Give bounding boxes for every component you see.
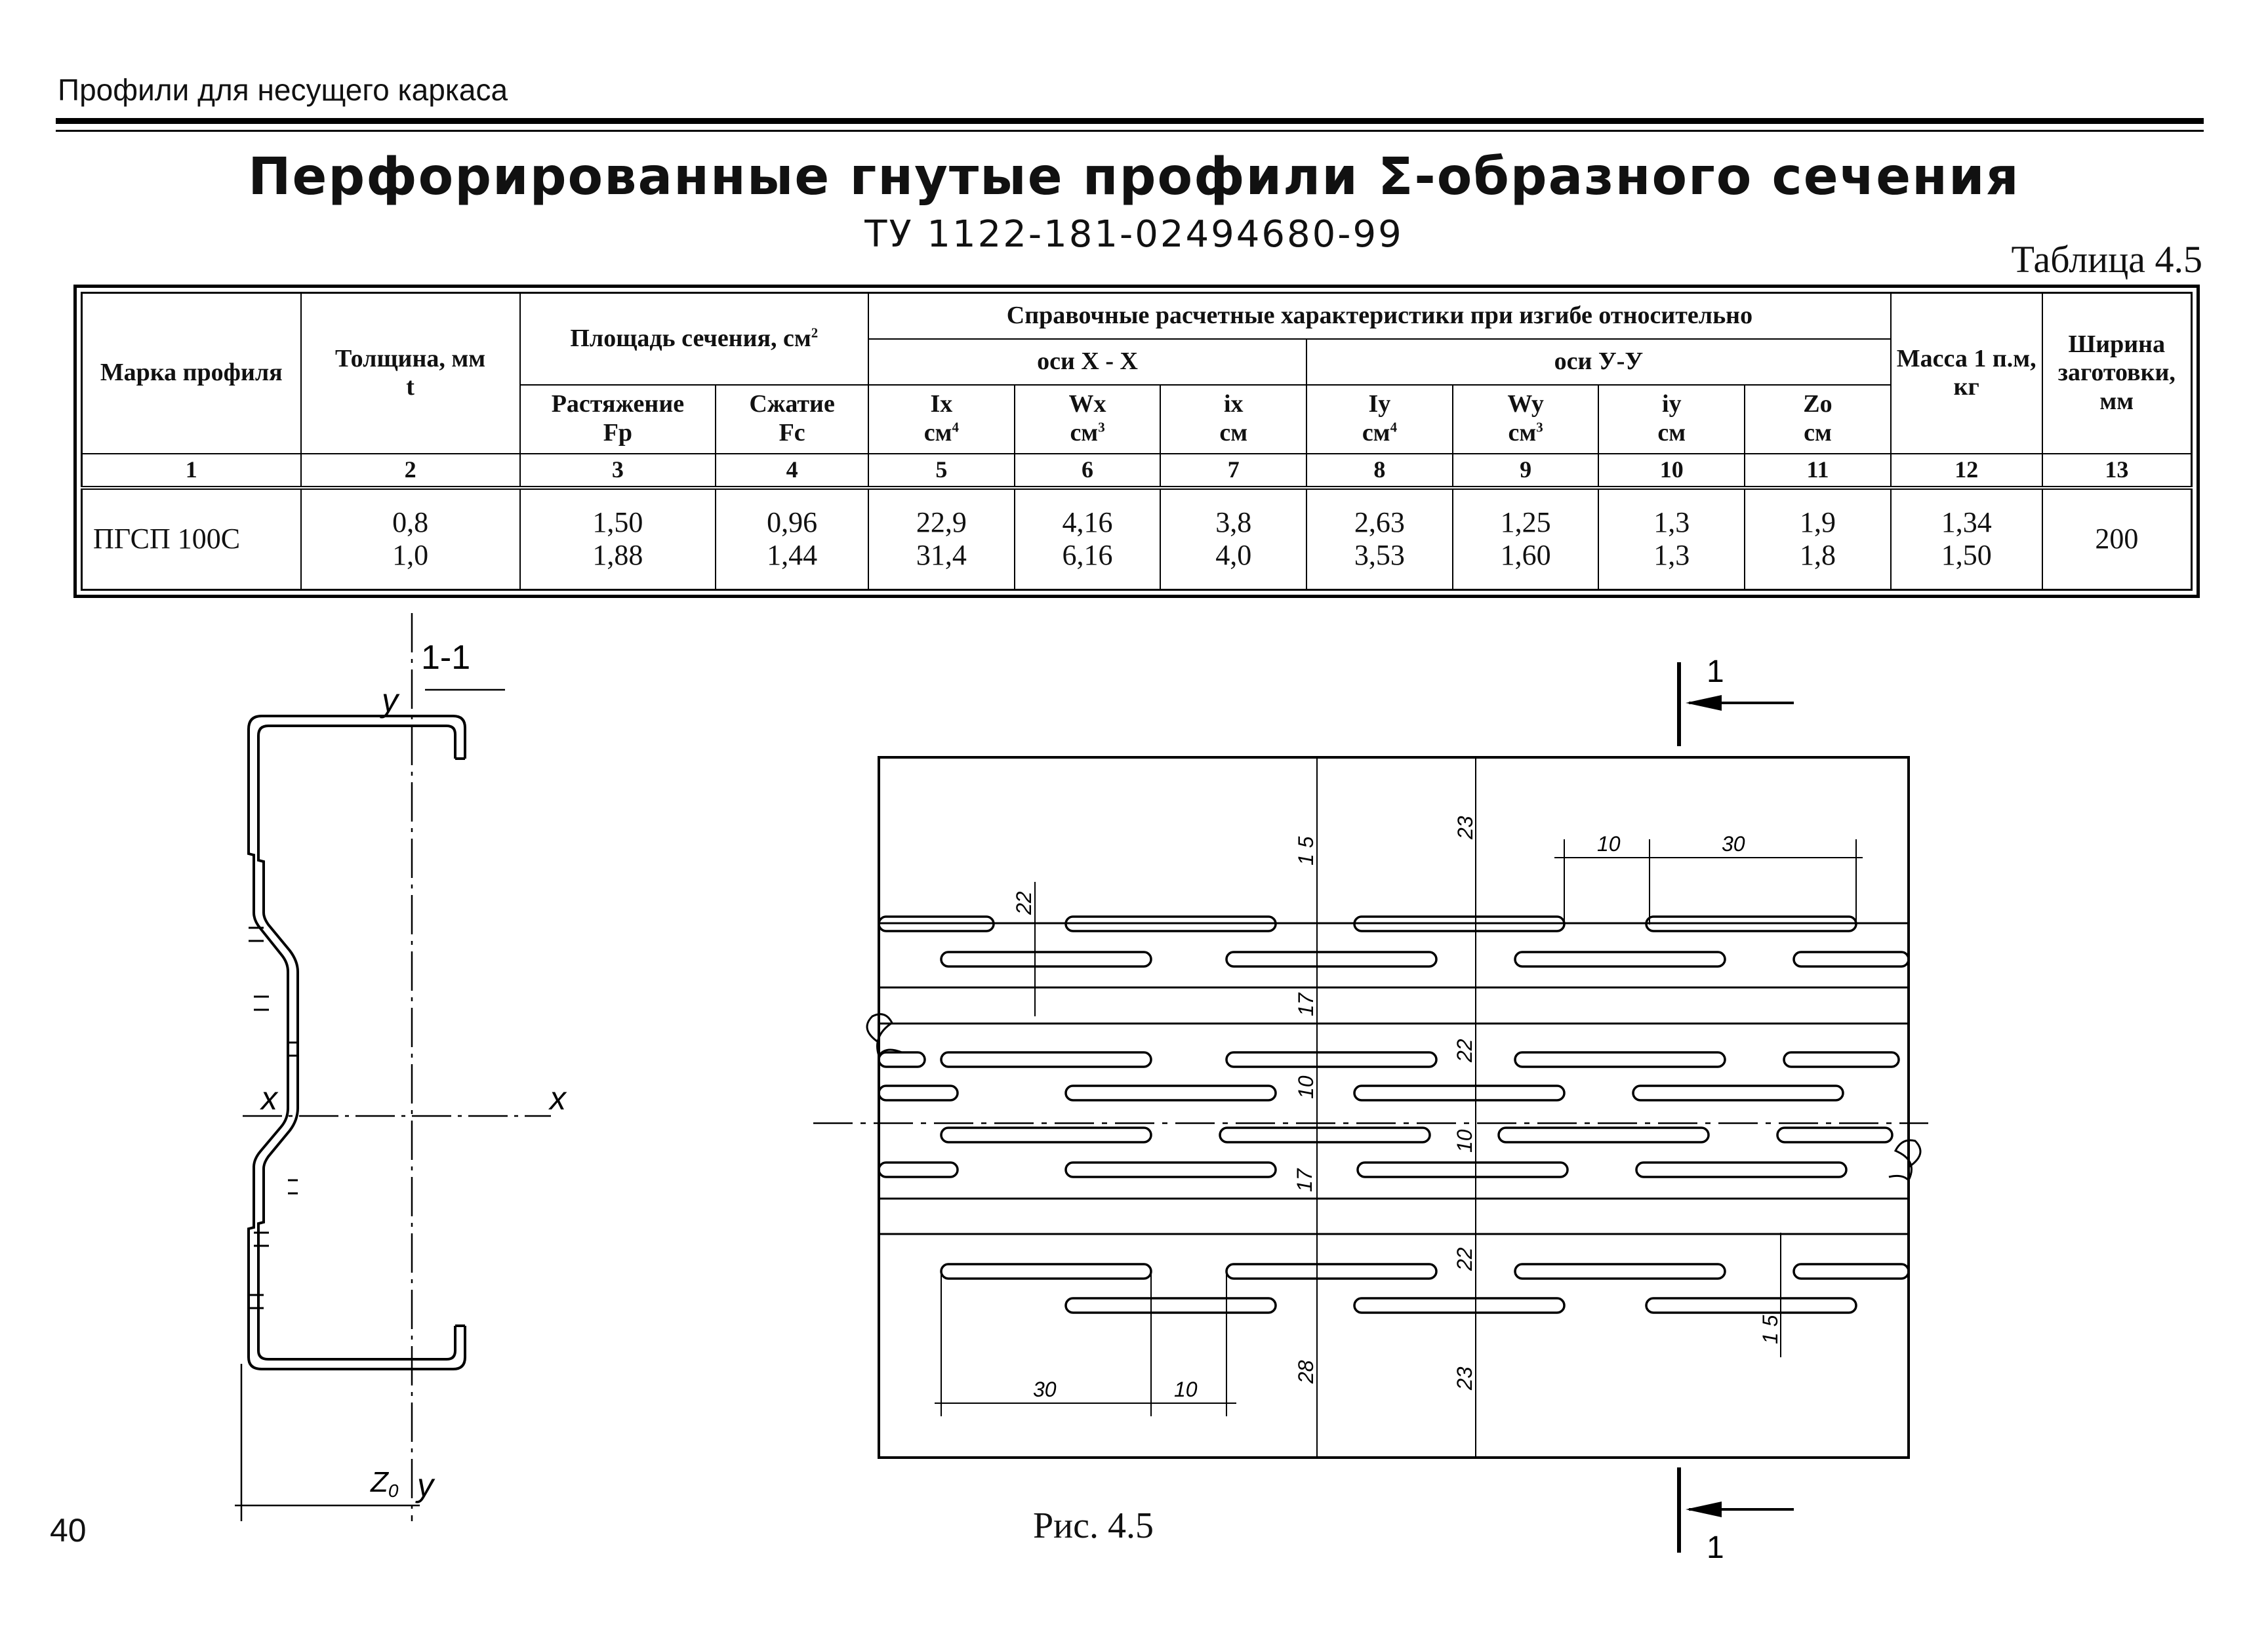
page-title: Перфорированные гнутые профили Σ-образно… <box>248 148 2020 207</box>
zo-label: Z0 <box>370 1466 399 1501</box>
col-number: 13 <box>2041 452 2193 490</box>
break-mark-left <box>866 1013 902 1058</box>
header-mark: Марка профиля <box>81 292 302 454</box>
header-rule-thick <box>56 118 2204 124</box>
table-label: Таблица 4.5 <box>2011 238 2202 281</box>
dim-22-left: 22 <box>1012 891 1036 915</box>
header-area: Площадь сечения, см2 <box>519 292 870 386</box>
section-drawing: 1-1 y x x Z0 y <box>235 613 567 1521</box>
col-number: 4 <box>715 452 870 490</box>
header-axis-y: оси У-У <box>1306 338 1892 386</box>
page-number: 40 <box>50 1512 87 1549</box>
profile-inner-line <box>257 725 456 1361</box>
axis-y-label: y <box>380 682 400 719</box>
axis-y-bottom-label: y <box>415 1467 435 1503</box>
section-label: 1-1 <box>421 639 470 677</box>
col-number: 12 <box>1890 452 2043 490</box>
col-number: 1 <box>81 452 302 490</box>
dim-10-b: 10 <box>1453 1129 1476 1153</box>
fold-lines <box>879 922 1909 1235</box>
dim-30-bottom: 30 <box>1033 1378 1057 1401</box>
col-number: 7 <box>1160 452 1308 490</box>
dim-23-top: 23 <box>1453 816 1477 840</box>
dim-10-top: 10 <box>1597 832 1621 856</box>
dim-15-top: 1 5 <box>1294 836 1318 866</box>
header-rule-thin <box>56 130 2204 132</box>
header-axis-x: оси X - X <box>868 338 1308 386</box>
header-width: Ширина заготовки, мм <box>2041 292 2193 454</box>
dim-30-top: 30 <box>1722 832 1745 856</box>
figure-caption: Рис. 4.5 <box>1033 1505 1154 1546</box>
dimension-lines <box>935 757 1863 1458</box>
sheet-outline <box>878 756 1910 1459</box>
dim-10-a: 10 <box>1294 1075 1318 1099</box>
col-number: 5 <box>868 452 1015 490</box>
break-mark-right <box>1888 1139 1922 1182</box>
dim-10-bottom: 10 <box>1174 1378 1198 1401</box>
perforation-drawing: 1 1 10 30 23 1 5 22 17 22 10 10 17 22 1 … <box>813 654 1928 1565</box>
dim-17-b: 17 <box>1293 1168 1316 1192</box>
perforation-ticks <box>249 926 298 1309</box>
col-number: 9 <box>1451 452 1600 490</box>
dimension-labels: 10 30 23 1 5 22 17 22 10 10 17 22 1 5 28… <box>1012 816 1782 1401</box>
dim-22-mid: 22 <box>1453 1039 1476 1063</box>
col-number: 2 <box>300 452 521 490</box>
cell-width: 200 <box>2041 487 2193 591</box>
col-number: 11 <box>1744 452 1892 490</box>
axis-x-right-label: x <box>548 1080 567 1117</box>
profile-mark: ПГСП 100С <box>81 487 302 591</box>
axis-x-left-label: x <box>260 1080 279 1117</box>
header-mass: Масса 1 п.м, кг <box>1890 292 2043 454</box>
dim-22-low: 22 <box>1453 1247 1476 1271</box>
col-number: 3 <box>519 452 717 490</box>
profile-outer-line <box>247 715 466 1370</box>
cut-label-bottom: 1 <box>1707 1530 1724 1565</box>
cut-label-top: 1 <box>1707 654 1724 689</box>
standard-code: ТУ 1122-181-02494680-99 <box>864 213 1404 256</box>
perforation-slots <box>878 915 1910 1314</box>
col-number: 8 <box>1306 452 1453 490</box>
cut-arrowhead-top <box>1686 695 1722 711</box>
col-number: 10 <box>1598 452 1746 490</box>
dim-15-right: 1 5 <box>1758 1315 1782 1344</box>
running-header: Профили для несущего каркаса <box>58 73 508 107</box>
cut-arrowhead-bottom <box>1686 1502 1722 1517</box>
dim-28: 28 <box>1294 1360 1318 1384</box>
dim-17-a: 17 <box>1294 992 1318 1016</box>
header-bending: Справочные расчетные характеристики при … <box>868 292 1892 340</box>
dim-23-bottom: 23 <box>1453 1366 1476 1391</box>
col-number: 6 <box>1013 452 1162 490</box>
